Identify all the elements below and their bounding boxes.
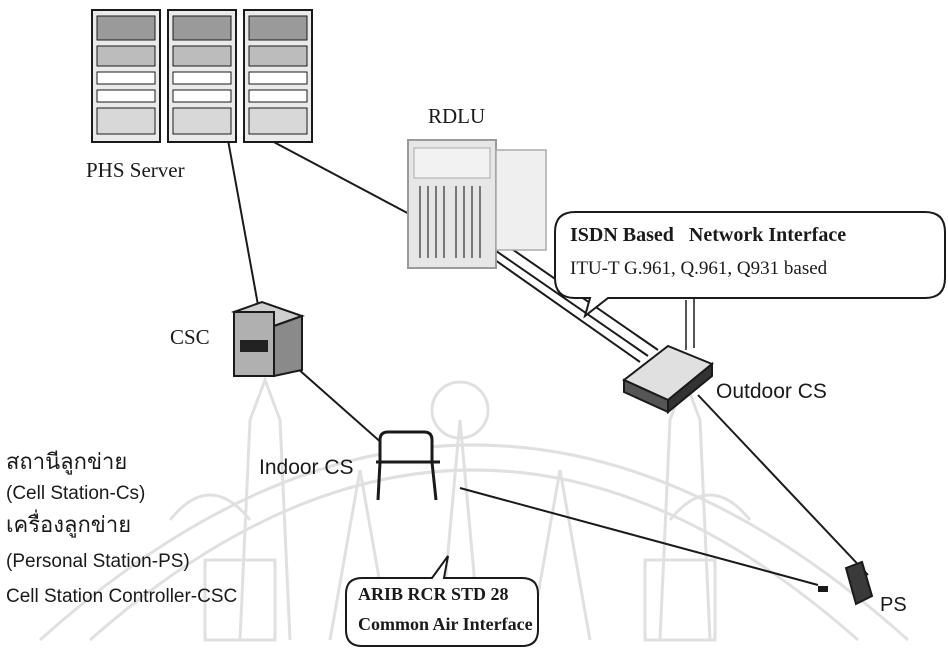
- csc-icon: [231, 300, 305, 378]
- outdoor-cs-label: Outdoor CS: [716, 380, 827, 403]
- legend-personal-station: (Personal Station-PS): [6, 551, 190, 572]
- link-indoor-ps: [459, 487, 819, 586]
- connections: [227, 139, 869, 586]
- link-phs-rdlu: [269, 139, 431, 226]
- ps-handset-icon: [818, 560, 874, 606]
- outdoor-cs-icon: [622, 296, 714, 415]
- legend-personal-station-thai: เครื่องลูกข่าย: [6, 512, 132, 537]
- legend-cell-station: (Cell Station-Cs): [6, 483, 146, 504]
- arib-callout-bubble: [345, 555, 539, 647]
- ps-label: PS: [880, 594, 907, 616]
- arib-callout-line2: Common Air Interface: [358, 614, 533, 634]
- link-outdoor-ps: [697, 394, 869, 576]
- phs-server-label: PHS Server: [86, 158, 185, 182]
- indoor-cs-icon: [376, 430, 440, 501]
- legend-cell-station-thai: สถานีลูกข่าย: [6, 449, 128, 474]
- rdlu-label: RDLU: [428, 104, 486, 128]
- phs-server-icon: [91, 9, 313, 143]
- isdn-callout-title: ISDN Based Network Interface: [570, 224, 847, 246]
- rdlu-icon: [407, 139, 547, 269]
- legend-cell-station-controller: Cell Station Controller-CSC: [6, 586, 238, 607]
- link-rdlu-outdoor-a: [477, 247, 641, 363]
- isdn-callout-subtitle: ITU-T G.961, Q.961, Q931 based: [570, 258, 828, 279]
- link-csc-indoor: [296, 367, 393, 453]
- isdn-callout-bubble: [554, 211, 946, 319]
- link-rdlu-outdoor-b: [485, 243, 649, 357]
- indoor-cs-label: Indoor CS: [259, 456, 354, 479]
- csc-label: CSC: [170, 325, 210, 349]
- link-phs-csc: [227, 139, 259, 306]
- watermark-emblem: [38, 375, 910, 642]
- arib-callout-line1: ARIB RCR STD 28: [358, 584, 509, 604]
